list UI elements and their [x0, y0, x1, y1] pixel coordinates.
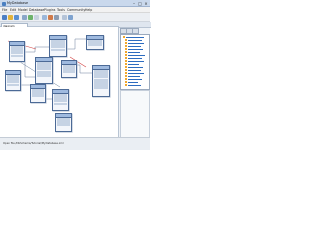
entity-table[interactable]	[49, 35, 67, 57]
layout-icon[interactable]	[54, 14, 59, 20]
minimize-icon[interactable]: –	[133, 1, 135, 6]
status-text: Open file:/DbSchema/Tutorial/MyDatabase.…	[3, 142, 64, 145]
window-title: MyDatabase	[7, 1, 29, 5]
entity-table[interactable]	[52, 89, 69, 111]
entity-header	[6, 71, 20, 75]
entity-header	[62, 61, 76, 65]
tab-diagram-label: diagram	[3, 23, 15, 28]
diagram-canvas[interactable]	[0, 27, 119, 137]
entity-table[interactable]	[92, 65, 110, 97]
menu-database[interactable]: Database	[29, 7, 45, 12]
entity-table[interactable]	[55, 113, 72, 132]
close-icon[interactable]: ×	[144, 1, 148, 6]
open-icon[interactable]	[8, 14, 13, 20]
tab-strip: diagram	[0, 22, 119, 28]
refresh-icon[interactable]	[28, 14, 33, 20]
tab-diagram[interactable]: diagram	[1, 22, 28, 28]
zoom-icon[interactable]	[42, 14, 47, 20]
table-icon[interactable]	[34, 14, 39, 20]
query-icon[interactable]	[48, 14, 53, 20]
entity-table[interactable]	[35, 57, 53, 84]
properties-panel	[120, 90, 150, 138]
title-bar: MyDatabase – □ ×	[0, 0, 150, 7]
entity-table[interactable]	[5, 70, 21, 91]
entity-table[interactable]	[30, 84, 46, 103]
relation-line	[62, 38, 86, 50]
connect-icon[interactable]	[22, 14, 27, 20]
menu-community[interactable]: Community	[67, 7, 86, 12]
relation-line	[45, 87, 52, 100]
new-icon[interactable]	[2, 14, 7, 20]
entity-table[interactable]	[9, 41, 25, 62]
entity-header	[53, 90, 68, 94]
side-panel	[119, 22, 151, 138]
entity-header	[93, 66, 109, 70]
save-icon[interactable]	[14, 14, 19, 20]
status-bar: Open file:/DbSchema/Tutorial/MyDatabase.…	[0, 137, 150, 150]
menu-tools[interactable]: Tools	[57, 7, 65, 12]
menu-file[interactable]: File	[2, 7, 8, 12]
relation-line	[18, 46, 52, 53]
entity-table[interactable]	[86, 35, 104, 50]
menu-edit[interactable]: Edit	[10, 7, 17, 12]
entity-table[interactable]	[61, 60, 77, 78]
side-panel-header	[119, 22, 151, 28]
print-icon[interactable]	[62, 14, 67, 20]
settings-icon[interactable]	[68, 14, 73, 20]
selected-relation-line[interactable]	[69, 56, 87, 68]
app-icon	[2, 1, 6, 6]
structure-tree[interactable]	[120, 34, 150, 90]
menu-bar: File Edit Model Database Plugins Tools C…	[0, 7, 150, 13]
entity-header	[36, 58, 52, 62]
entity-header	[56, 114, 71, 118]
menu-model[interactable]: Model	[18, 7, 28, 12]
entity-header	[31, 85, 45, 89]
entity-header	[50, 36, 66, 40]
menu-help[interactable]: Help	[85, 7, 93, 12]
filter-icon[interactable]	[132, 28, 139, 34]
entity-header	[10, 42, 24, 46]
maximize-icon[interactable]: □	[138, 1, 142, 6]
entity-header	[87, 36, 103, 40]
menu-plugins[interactable]: Plugins	[44, 7, 56, 12]
toolbar	[0, 13, 150, 22]
